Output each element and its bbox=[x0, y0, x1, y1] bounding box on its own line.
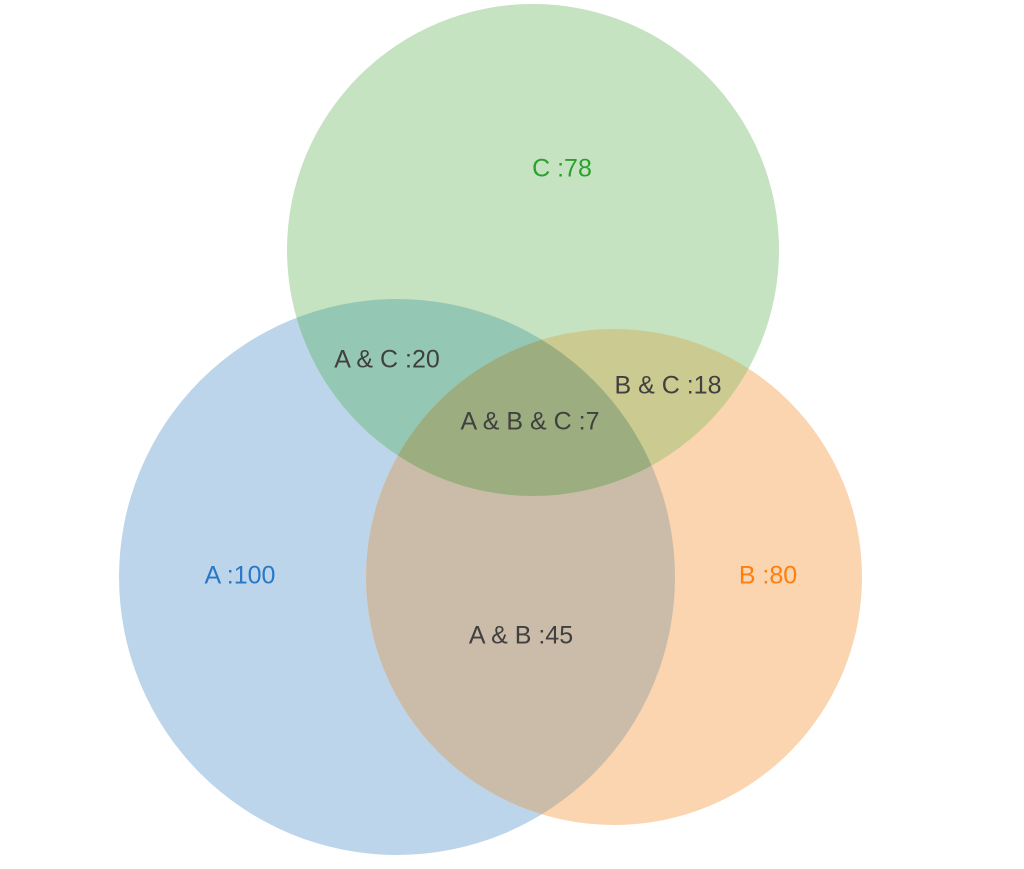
overlap-a-b-c-label: A & B & C :7 bbox=[461, 408, 600, 436]
set-b-label: B :80 bbox=[739, 562, 797, 590]
set-c-label: C :78 bbox=[532, 155, 592, 183]
set-a-label: A :100 bbox=[205, 562, 276, 590]
overlap-b-c-label: B & C :18 bbox=[615, 372, 722, 400]
overlap-a-b-label: A & B :45 bbox=[469, 622, 573, 650]
overlap-a-c-label: A & C :20 bbox=[334, 346, 440, 374]
